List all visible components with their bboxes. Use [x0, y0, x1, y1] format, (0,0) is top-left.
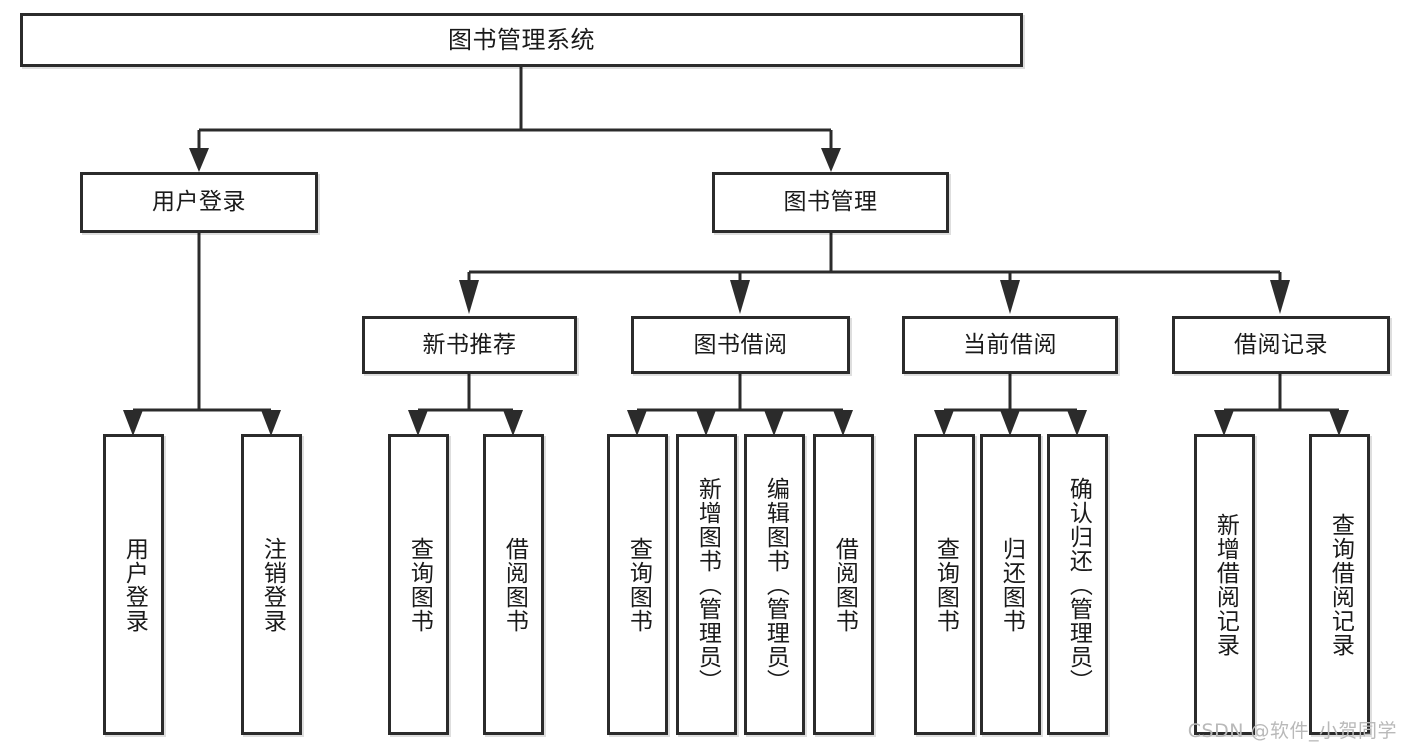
- arrowhead-bb-leaf3: [764, 410, 784, 436]
- node-label: 编辑图书（管理员）: [762, 476, 789, 693]
- node-label: 借阅图书: [831, 536, 858, 633]
- arrowhead-current-borrow: [1000, 280, 1020, 314]
- csdn-watermark: CSDN @软件_小贺同学: [1187, 720, 1397, 742]
- arrowhead-br-leaf1: [1214, 410, 1234, 436]
- arrowhead-ul-leaf2: [261, 410, 281, 436]
- leaf-book-borrow-query[interactable]: 查询图书: [607, 434, 668, 735]
- node-label: 新增图书（管理员）: [694, 476, 721, 693]
- arrowhead-new-book: [459, 280, 479, 314]
- node-label: 图书管理系统: [448, 26, 595, 54]
- arrowhead-ul-leaf1: [123, 410, 143, 436]
- node-book-management[interactable]: 图书管理: [712, 172, 949, 233]
- leaf-borrow-record-query[interactable]: 查询借阅记录: [1309, 434, 1370, 735]
- node-current-borrowing[interactable]: 当前借阅: [902, 316, 1118, 374]
- node-label: 确认归还（管理员）: [1065, 476, 1092, 693]
- node-label: 用户登录: [152, 189, 246, 215]
- leaf-user-login-logout[interactable]: 注销登录: [241, 434, 302, 735]
- leaf-new-book-borrow[interactable]: 借阅图书: [483, 434, 544, 735]
- arrowhead-bb-leaf4: [833, 410, 853, 436]
- node-label: 查询图书: [932, 536, 959, 633]
- node-label: 注销登录: [259, 536, 286, 633]
- arrowhead-cb-leaf2: [1000, 410, 1020, 436]
- arrowhead-user-login: [189, 148, 209, 172]
- leaf-new-book-query[interactable]: 查询图书: [388, 434, 449, 735]
- arrowhead-cb-leaf1: [934, 410, 954, 436]
- node-root-book-management-system[interactable]: 图书管理系统: [20, 13, 1023, 67]
- arrowhead-cb-leaf3: [1067, 410, 1087, 436]
- node-book-borrowing[interactable]: 图书借阅: [631, 316, 850, 374]
- arrowhead-br-leaf2: [1329, 410, 1349, 436]
- leaf-current-borrow-return[interactable]: 归还图书: [980, 434, 1041, 735]
- leaf-book-borrow-edit-admin[interactable]: 编辑图书（管理员）: [744, 434, 805, 735]
- node-label: 查询借阅记录: [1327, 512, 1354, 657]
- node-label: 借阅图书: [501, 536, 528, 633]
- leaf-borrow-record-add[interactable]: 新增借阅记录: [1194, 434, 1255, 735]
- arrowhead-nb-leaf2: [503, 410, 523, 436]
- leaf-book-borrow-borrow[interactable]: 借阅图书: [813, 434, 874, 735]
- node-new-book-recommendation[interactable]: 新书推荐: [362, 316, 577, 374]
- node-label: 新增借阅记录: [1212, 512, 1239, 657]
- arrowhead-bb-leaf1: [627, 410, 647, 436]
- node-label: 新书推荐: [422, 331, 517, 358]
- leaf-current-borrow-confirm-return-admin[interactable]: 确认归还（管理员）: [1047, 434, 1108, 735]
- arrowhead-nb-leaf1: [408, 410, 428, 436]
- node-label: 借阅记录: [1234, 331, 1328, 358]
- node-label: 查询图书: [625, 536, 652, 633]
- arrowhead-book-manage: [821, 148, 841, 172]
- arrowhead-borrow-record: [1270, 280, 1290, 314]
- leaf-book-borrow-add-admin[interactable]: 新增图书（管理员）: [676, 434, 737, 735]
- node-label: 图书管理: [783, 189, 878, 215]
- node-label: 用户登录: [121, 536, 148, 633]
- leaf-user-login-login[interactable]: 用户登录: [103, 434, 164, 735]
- node-label: 图书借阅: [693, 331, 788, 358]
- node-label: 查询图书: [406, 536, 433, 633]
- node-label: 归还图书: [998, 536, 1025, 633]
- leaf-current-borrow-query[interactable]: 查询图书: [914, 434, 975, 735]
- node-label: 当前借阅: [963, 331, 1057, 358]
- arrowhead-bb-leaf2: [696, 410, 716, 436]
- node-user-login[interactable]: 用户登录: [80, 172, 318, 233]
- arrowhead-book-borrow: [730, 280, 750, 314]
- node-borrowing-record[interactable]: 借阅记录: [1172, 316, 1390, 374]
